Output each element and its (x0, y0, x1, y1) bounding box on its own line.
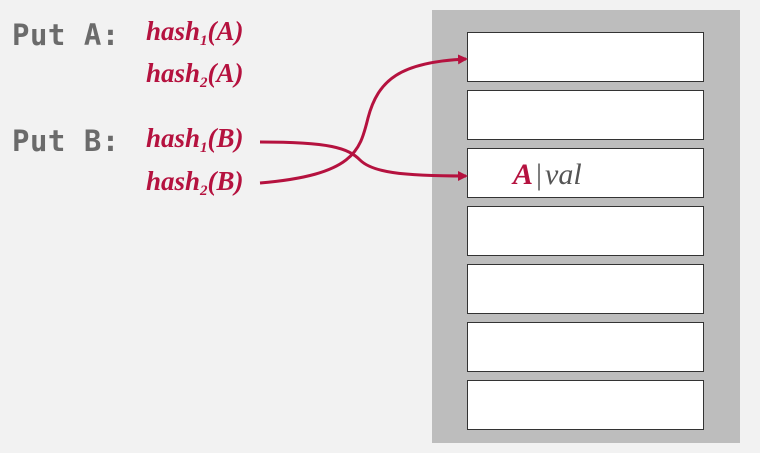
hash2-a: hash2(A) (146, 58, 244, 91)
hash1-b: hash1(B) (146, 123, 244, 156)
hash1-a: hash1(A) (146, 16, 244, 49)
table-slot-1 (467, 90, 704, 140)
table-slot-4 (467, 264, 704, 314)
put-a-label: Put A: (12, 18, 120, 52)
put-b-label: Put B: (12, 124, 120, 158)
slot-key: A (513, 158, 534, 191)
arrow-hash1b-to-slot2 (259, 140, 468, 181)
slot-entry: A|val (513, 158, 582, 192)
slot-separator: | (536, 158, 543, 191)
table-slot-6 (467, 380, 704, 430)
table-slot-2 (467, 148, 704, 198)
arrow-hash2b-to-slot0 (259, 54, 468, 185)
slot-value: val (545, 158, 582, 191)
table-slot-0 (467, 32, 704, 82)
table-slot-5 (467, 322, 704, 372)
hash2-b: hash2(B) (146, 166, 244, 199)
table-slot-3 (467, 206, 704, 256)
